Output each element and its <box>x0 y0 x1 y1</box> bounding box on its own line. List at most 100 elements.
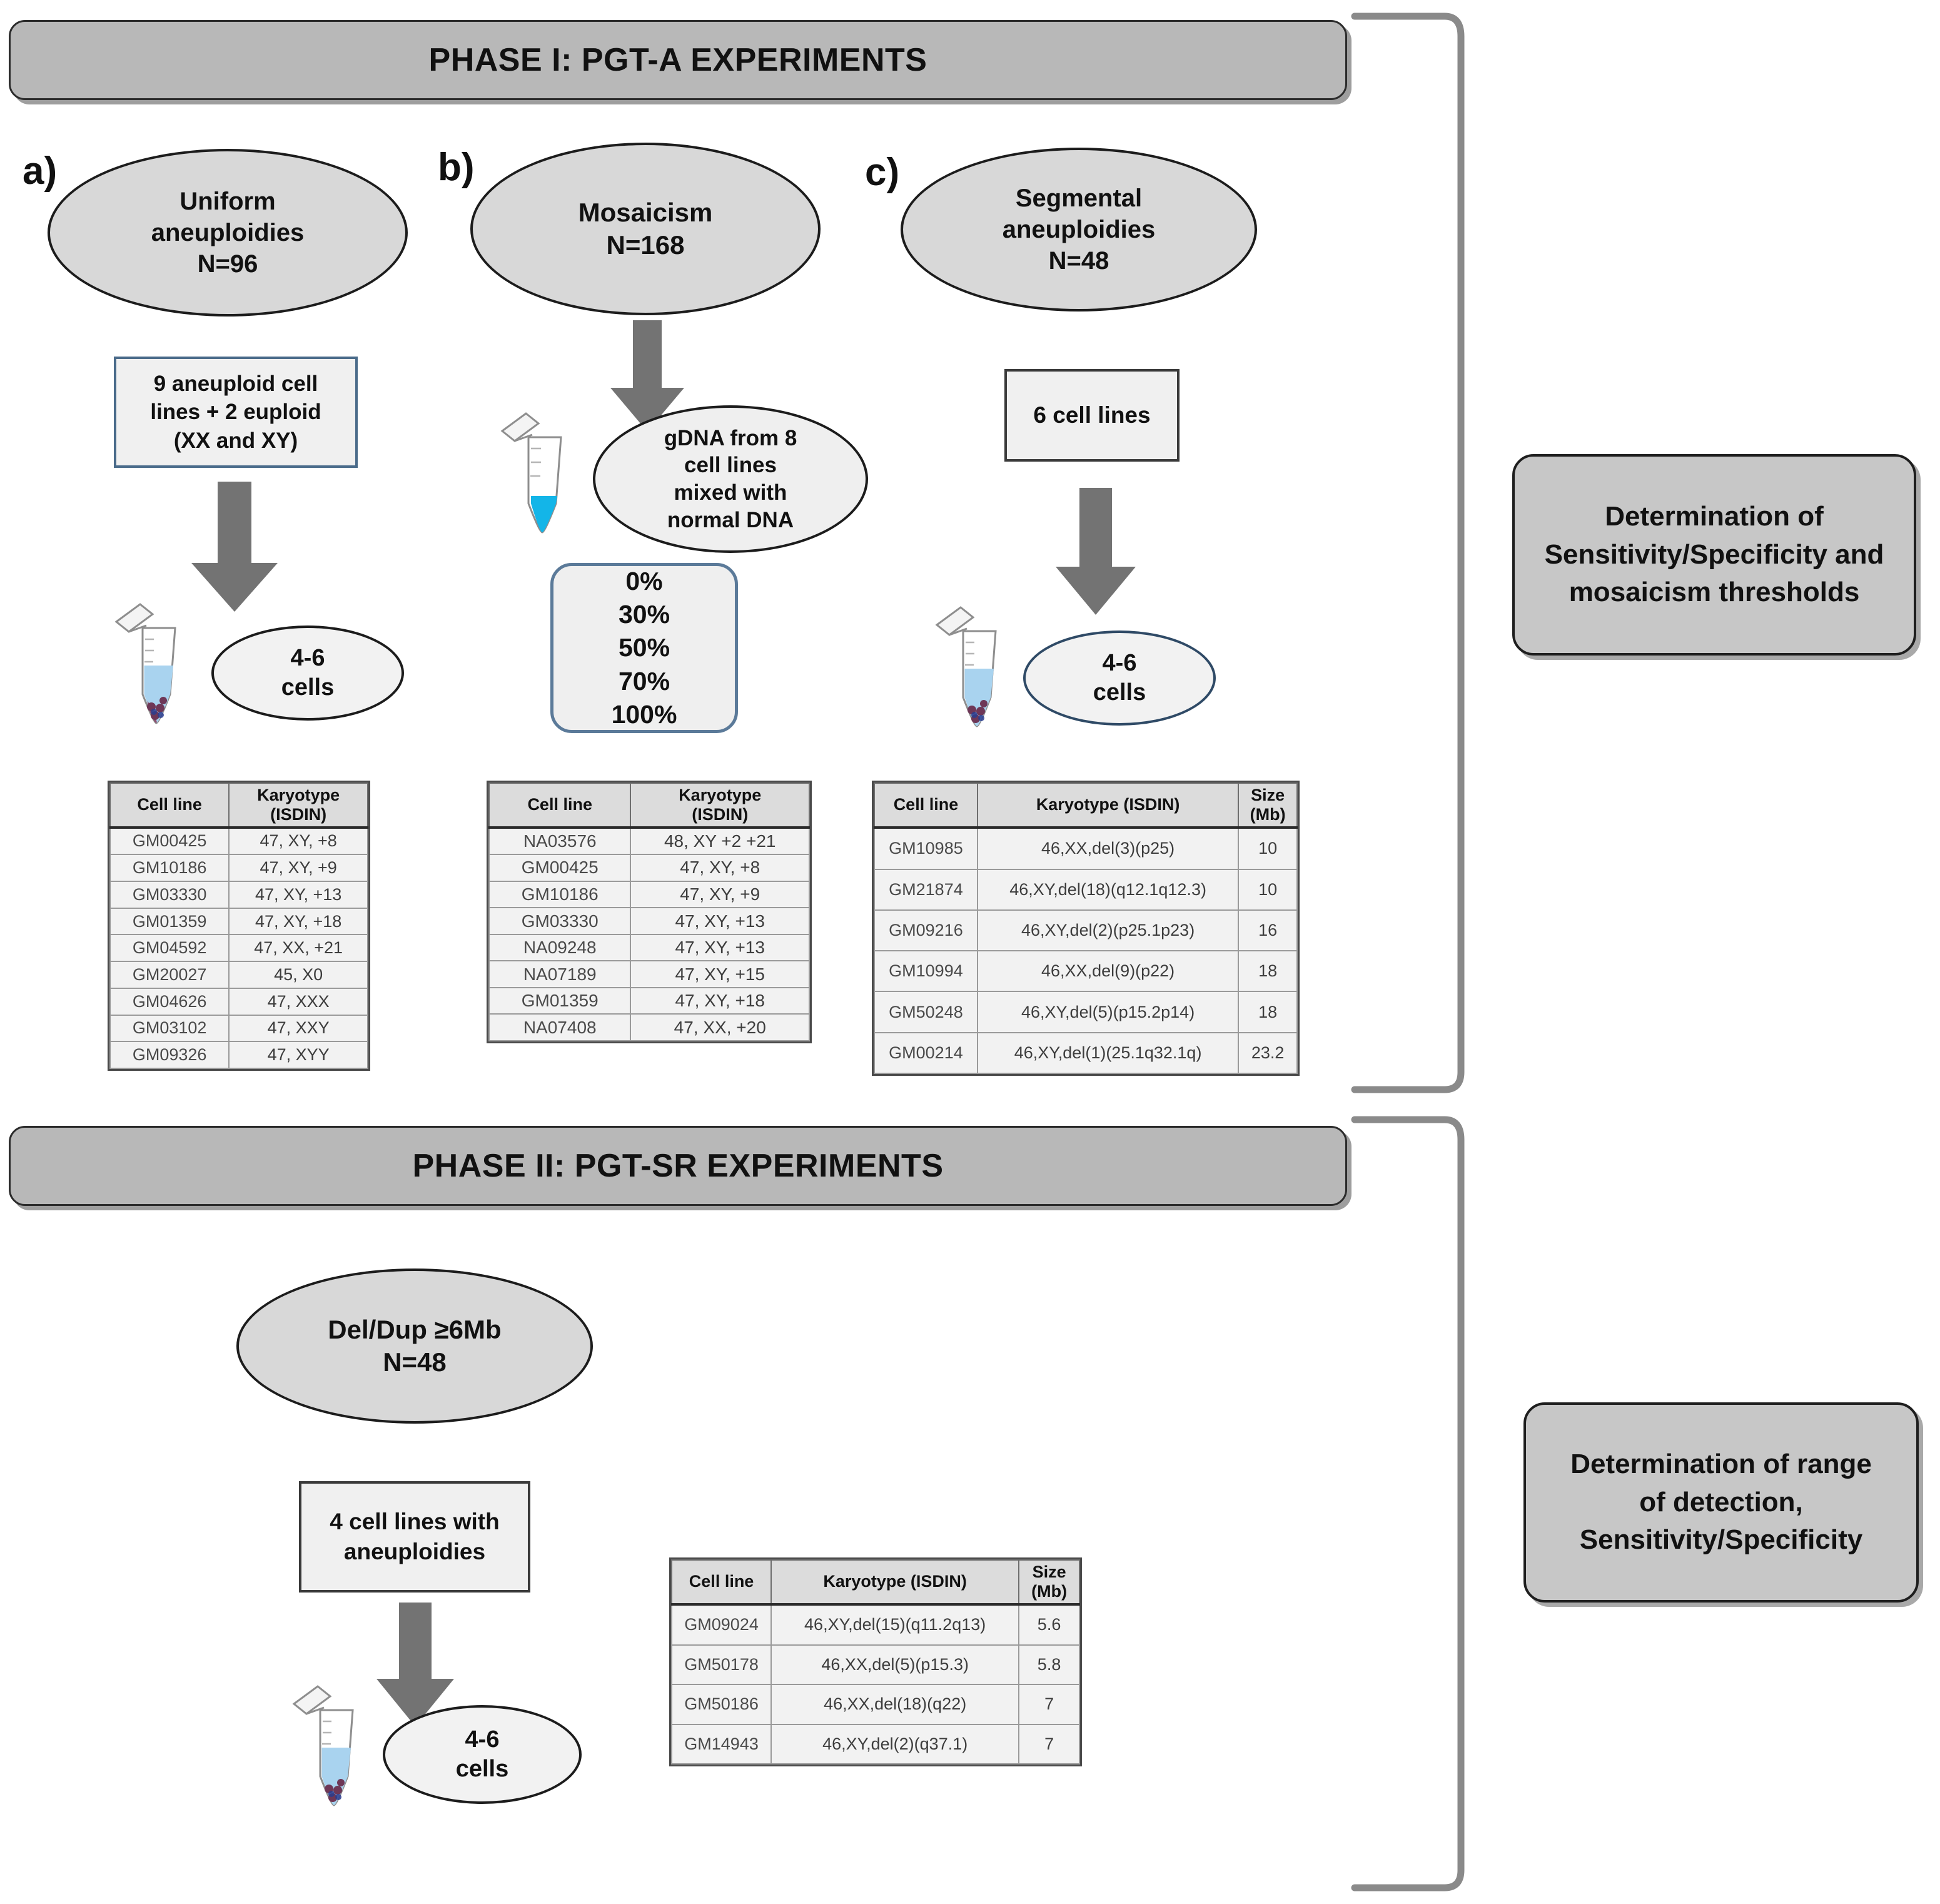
cell-line-value: GM04592 <box>109 934 230 963</box>
cell-line-value: GM01359 <box>109 907 230 936</box>
karyotype-value: 47, XY, +15 <box>630 960 810 988</box>
panel-letter-c: c) <box>865 151 900 194</box>
panel-b-tube-icon <box>491 410 585 547</box>
del-dup-ellipse: Del/Dup ≥6Mb N=48 <box>236 1268 593 1424</box>
phase1-bracket-icon <box>1351 9 1482 1097</box>
table-d-th-1: Karyotype (ISDIN) <box>770 1559 1020 1606</box>
karyotype-value: 47, XY, +9 <box>630 880 810 909</box>
karyotype-value: 47, XY, +18 <box>630 986 810 1015</box>
phase2-banner: PHASE II: PGT-SR EXPERIMENTS <box>9 1126 1347 1206</box>
panel-c-tube-icon <box>926 604 1019 741</box>
cell-line-value: GM21874 <box>874 868 978 911</box>
phase2-result-ellipse: 4-6 cells <box>383 1705 582 1804</box>
cell-line-value: GM03330 <box>488 907 632 935</box>
karyotype-value: 46,XY,del(1)(25.1q32.1q) <box>976 1031 1240 1075</box>
karyotype-value: 46,XY,del(18)(q12.1q12.3) <box>976 868 1240 911</box>
cell-line-value: GM00425 <box>109 826 230 856</box>
karyotype-value: 46,XX,del(5)(p15.3) <box>770 1644 1020 1686</box>
size-mb-value: 5.8 <box>1018 1644 1080 1686</box>
cell-line-value: GM10994 <box>874 950 978 993</box>
karyotype-value: 46,XX,del(3)(p25) <box>976 826 1240 870</box>
panel-a-cell-lines-box: 9 aneuploid cell lines + 2 euploid (XX a… <box>114 357 358 468</box>
karyotype-value: 46,XX,del(18)(q22) <box>770 1684 1020 1725</box>
table-d: Cell line Karyotype (ISDIN) Size (Mb) GM… <box>670 1559 1080 1765</box>
panel-a-down-arrow-icon <box>188 482 281 613</box>
mosaicism-percent-box: 0% 30% 50% 70% 100% <box>550 563 738 733</box>
karyotype-value: 46,XX,del(9)(p22) <box>976 950 1240 993</box>
phase1-outcome-box: Determination of Sensitivity/Specificity… <box>1512 454 1916 656</box>
size-mb-value: 7 <box>1018 1684 1080 1725</box>
segmental-aneuploidies-ellipse: Segmental aneuploidies N=48 <box>901 148 1257 311</box>
karyotype-value: 46,XY,del(15)(q11.2q13) <box>770 1603 1020 1646</box>
table-b-th-1: Karyotype (ISDIN) <box>630 782 810 829</box>
karyotype-value: 48, XY +2 +21 <box>630 826 810 856</box>
table-d-th-0: Cell line <box>670 1559 772 1606</box>
table-d-th-2: Size (Mb) <box>1018 1559 1080 1606</box>
cell-line-value: GM09216 <box>874 909 978 952</box>
cell-line-value: GM14943 <box>670 1723 772 1765</box>
cell-line-value: NA07189 <box>488 960 632 988</box>
panel-c-cell-lines-box: 6 cell lines <box>1004 369 1180 462</box>
panel-c-down-arrow-icon <box>1052 488 1139 616</box>
karyotype-value: 47, XYY <box>228 1041 368 1069</box>
phase2-bracket-icon <box>1351 1112 1482 1895</box>
karyotype-value: 47, XY, +8 <box>228 826 368 856</box>
table-c-segmental: Cell line Karyotype (ISDIN) Size (Mb) GM… <box>872 781 1300 1076</box>
table-d-header-row: Cell line Karyotype (ISDIN) Size (Mb) <box>670 1559 1080 1606</box>
table-a-header-row: Cell line Karyotype (ISDIN) <box>109 782 368 829</box>
cell-line-value: GM01359 <box>488 986 632 1015</box>
cell-line-value: NA07408 <box>488 1013 632 1041</box>
karyotype-value: 47, XY, +18 <box>228 907 368 936</box>
karyotype-value: 47, XXX <box>228 987 368 1016</box>
karyotype-value: 45, X0 <box>228 961 368 989</box>
karyotype-value: 47, XY, +8 <box>630 854 810 882</box>
table-a-th-0: Cell line <box>109 782 230 829</box>
cell-line-value: GM09326 <box>109 1041 230 1069</box>
karyotype-value: 47, XY, +13 <box>630 907 810 935</box>
cell-line-value: GM10186 <box>109 854 230 883</box>
phase2-cell-lines-box: 4 cell lines with aneuploidies <box>299 1481 530 1593</box>
panel-a-result-ellipse: 4-6 cells <box>211 625 404 721</box>
mosaicism-ellipse: Mosaicism N=168 <box>470 143 821 315</box>
cell-line-value: NA03576 <box>488 826 632 856</box>
size-mb-value: 7 <box>1018 1723 1080 1765</box>
cell-line-value: GM00425 <box>488 854 632 882</box>
size-mb-value: 16 <box>1238 909 1298 952</box>
cell-line-value: GM00214 <box>874 1031 978 1075</box>
karyotype-value: 46,XY,del(5)(p15.2p14) <box>976 991 1240 1033</box>
karyotype-value: 47, XY, +13 <box>228 881 368 909</box>
table-a-th-1: Karyotype (ISDIN) <box>228 782 368 829</box>
karyotype-value: 47, XY, +13 <box>630 933 810 962</box>
cell-line-value: GM04626 <box>109 987 230 1016</box>
phase1-banner: PHASE I: PGT-A EXPERIMENTS <box>9 20 1347 100</box>
size-mb-value: 23.2 <box>1238 1031 1298 1075</box>
cell-line-value: GM50178 <box>670 1644 772 1686</box>
cell-line-value: GM50248 <box>874 991 978 1033</box>
